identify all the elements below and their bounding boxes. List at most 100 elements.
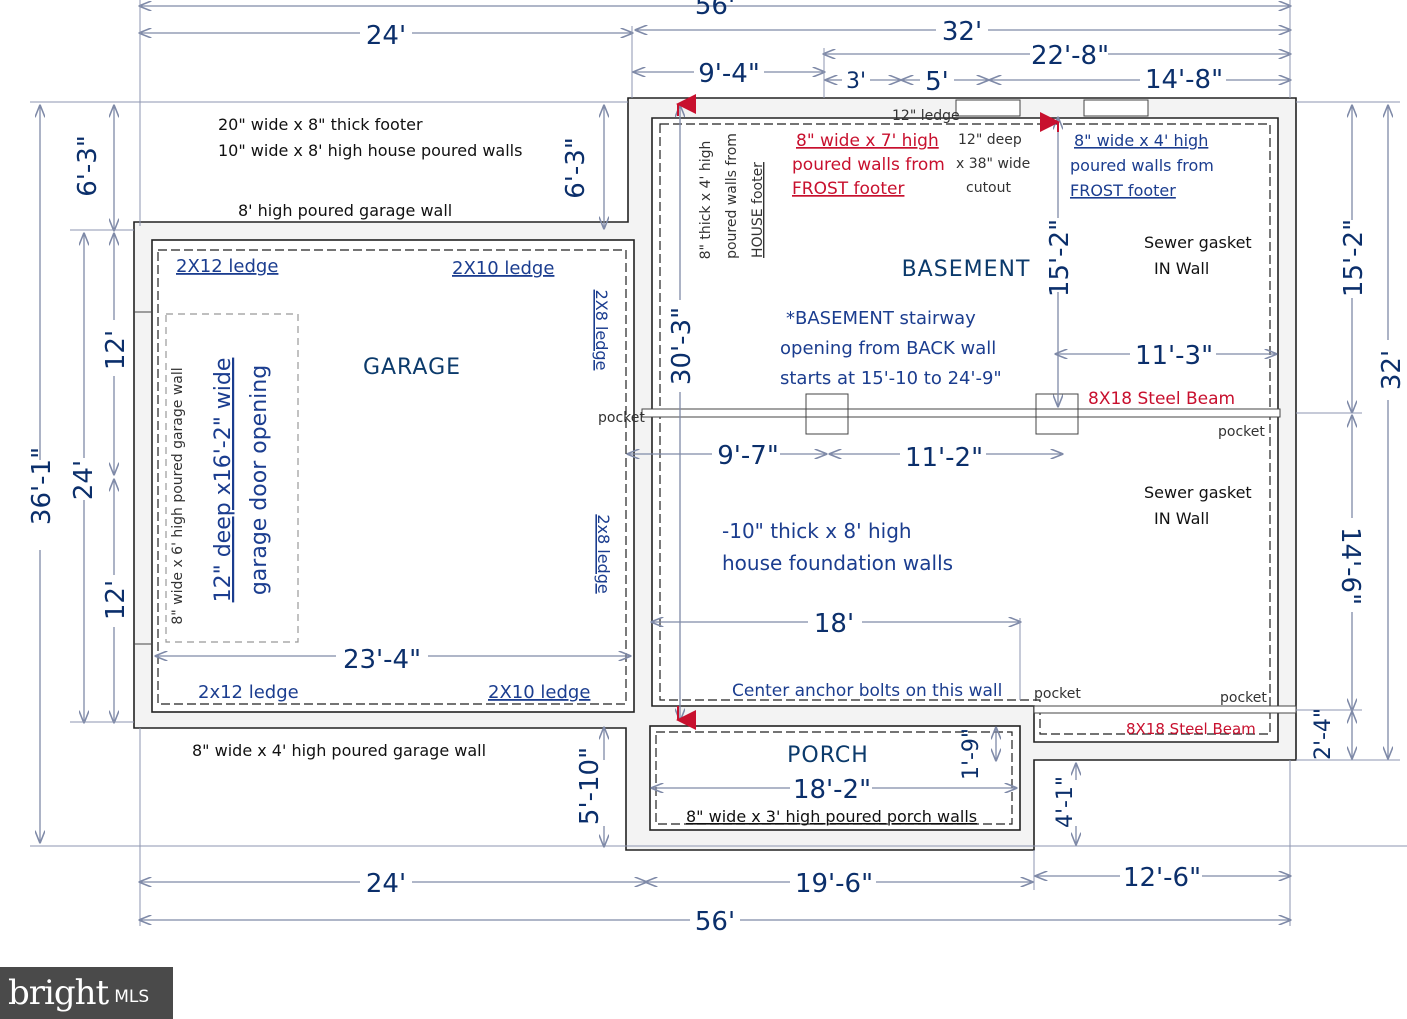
dim-left-12a: 12' (101, 330, 131, 370)
note-cutout-1: 12" deep (958, 132, 1022, 148)
dim-bottom-overall: 56' (695, 907, 735, 937)
note-porch-walls: 8" wide x 3' high poured porch walls (686, 807, 977, 826)
dimension-labels: 56' 24' 32' 22'-8" 9'-4" 3' 5' 14'-8" 36… (27, 0, 1407, 937)
garage-door-outline (165, 313, 299, 643)
dim-bottom-12-6: 12'-6" (1123, 863, 1201, 893)
basement-ledge-outline (659, 123, 1271, 735)
dim-3: 3' (846, 69, 866, 94)
dim-top-overall: 56' (695, 0, 735, 21)
dim-22-8: 22'-8" (1031, 41, 1109, 71)
steel-beam-2 (1033, 705, 1297, 714)
dim-right-14-6: 14'-6" (1335, 527, 1365, 605)
dim-9-4: 9'-4" (698, 59, 760, 89)
note-blue-1: 8" wide x 4' high (1074, 131, 1208, 150)
note-house-footer-3: HOUSE footer (750, 162, 766, 258)
cutout-opening-2 (1083, 99, 1149, 117)
note-house-footer-1: 8" thick x 4' high (698, 141, 714, 260)
note-sewer-1a: Sewer gasket (1144, 233, 1252, 252)
note-footer-2: 10" wide x 8' high house poured walls (218, 141, 522, 160)
dim-23-4: 23'-4" (343, 645, 421, 675)
logo-suffix: MLS (114, 987, 150, 1007)
dim-left-24: 24' (69, 460, 99, 500)
dim-14-8: 14'-8" (1145, 65, 1223, 95)
logo-brand: bright (8, 973, 109, 1013)
room-garage: GARAGE (363, 355, 461, 380)
note-pocket-4: pocket (1220, 690, 1267, 706)
note-pocket-1: pocket (598, 410, 645, 426)
note-pocket-3: pocket (1034, 686, 1081, 702)
walls (133, 97, 1297, 851)
dim-center-30-3: 30'-3" (667, 307, 697, 385)
column-pad-2 (1035, 393, 1079, 435)
note-garage-wall-bottom: 8" wide x 4' high poured garage wall (192, 741, 486, 760)
brightmls-logo: bright MLS (0, 967, 173, 1019)
dimension-lines (30, 0, 1407, 926)
note-beam-2: 8X18 Steel Beam (1126, 720, 1256, 738)
dim-porch-5-10: 5'-10" (575, 747, 605, 825)
note-blue-3: FROST footer (1070, 181, 1176, 200)
porch-ledge-outline (655, 731, 1013, 825)
dim-9-7: 9'-7" (717, 441, 779, 471)
dim-basement-15-2: 15'-2" (1045, 219, 1075, 297)
note-garage-wall-top: 8' high poured garage wall (238, 201, 452, 220)
dim-porch-1-9: 1'-9" (959, 728, 984, 780)
ledge-2x10-top: 2X10 ledge (452, 258, 554, 279)
cutout-opening (955, 99, 1021, 117)
ledge-2x10-bottom: 2X10 ledge (488, 682, 590, 703)
garage-floor (151, 239, 635, 713)
ledge-2x12-top: 2X12 ledge (176, 256, 278, 277)
dim-5: 5' (925, 67, 949, 97)
ledge-2x12-bottom: 2x12 ledge (198, 682, 299, 703)
dim-bottom-19-6: 19'-6" (795, 869, 873, 899)
dim-left-overall: 36'-1" (27, 447, 57, 525)
note-sewer-2a: Sewer gasket (1144, 483, 1252, 502)
ledge-2x8-right: 2X8 ledge (592, 290, 611, 371)
note-pocket-2: pocket (1218, 424, 1265, 440)
note-stair-3: starts at 15'-10 to 24'-9" (780, 368, 1002, 389)
notes: 20" wide x 8" thick footer 10" wide x 8'… (170, 108, 1267, 826)
dim-porch-18-2: 18'-2" (793, 775, 871, 805)
note-house-footer-2: poured walls from (724, 133, 740, 259)
note-door-2: garage door opening (247, 365, 272, 595)
dim-left-6-3: 6'-3" (73, 135, 103, 197)
note-garage-wall-left: 8" wide x 6' high poured garage wall (170, 367, 186, 624)
note-door-1: 12" deep x16'-2" wide (211, 358, 236, 603)
note-red-2: poured walls from (792, 155, 945, 175)
note-blue-2: poured walls from (1070, 156, 1214, 175)
note-footer-1: 20" wide x 8" thick footer (218, 115, 423, 134)
porch-floor (649, 725, 1021, 831)
note-red-3: FROST footer (792, 179, 904, 199)
note-found-1: -10" thick x 8' high (722, 519, 912, 543)
dim-right-2-4: 2'-4" (1311, 708, 1336, 760)
steel-beam-1 (641, 408, 1281, 418)
room-porch: PORCH (787, 743, 869, 768)
note-anchor: Center anchor bolts on this wall (732, 681, 1002, 701)
note-stair-2: opening from BACK wall (780, 338, 996, 359)
note-ledge-12: 12" ledge (892, 108, 960, 124)
room-labels: GARAGE BASEMENT PORCH (363, 257, 1031, 768)
dim-inner-6-3: 6'-3" (561, 137, 591, 199)
note-found-2: house foundation walls (722, 551, 953, 575)
dim-11-2: 11'-2" (905, 443, 983, 473)
dim-18: 18' (814, 609, 854, 639)
dim-right-15-2: 15'-2" (1339, 219, 1369, 297)
garage-ledge-outline (157, 249, 627, 705)
note-sewer-1b: IN Wall (1154, 259, 1209, 278)
note-cutout-2: x 38" wide (956, 156, 1030, 172)
dim-bottom-24: 24' (366, 869, 406, 899)
room-basement: BASEMENT (902, 257, 1031, 282)
note-stair-1: *BASEMENT stairway (786, 308, 976, 329)
note-sewer-2b: IN Wall (1154, 509, 1209, 528)
basement-floor (651, 117, 1279, 743)
dim-right-32: 32' (1377, 350, 1407, 390)
column-pad-1 (805, 393, 849, 435)
dim-top-house: 32' (942, 17, 982, 47)
note-beam-1: 8X18 Steel Beam (1088, 389, 1235, 409)
dim-left-12b: 12' (101, 580, 131, 620)
dim-11-3: 11'-3" (1135, 341, 1213, 371)
note-red-1: 8" wide x 7' high (796, 131, 939, 151)
dim-porch-4-1: 4'-1" (1053, 776, 1078, 828)
dim-top-garage: 24' (366, 21, 406, 51)
ledge-2x8-right-2: 2x8 ledge (594, 514, 613, 593)
